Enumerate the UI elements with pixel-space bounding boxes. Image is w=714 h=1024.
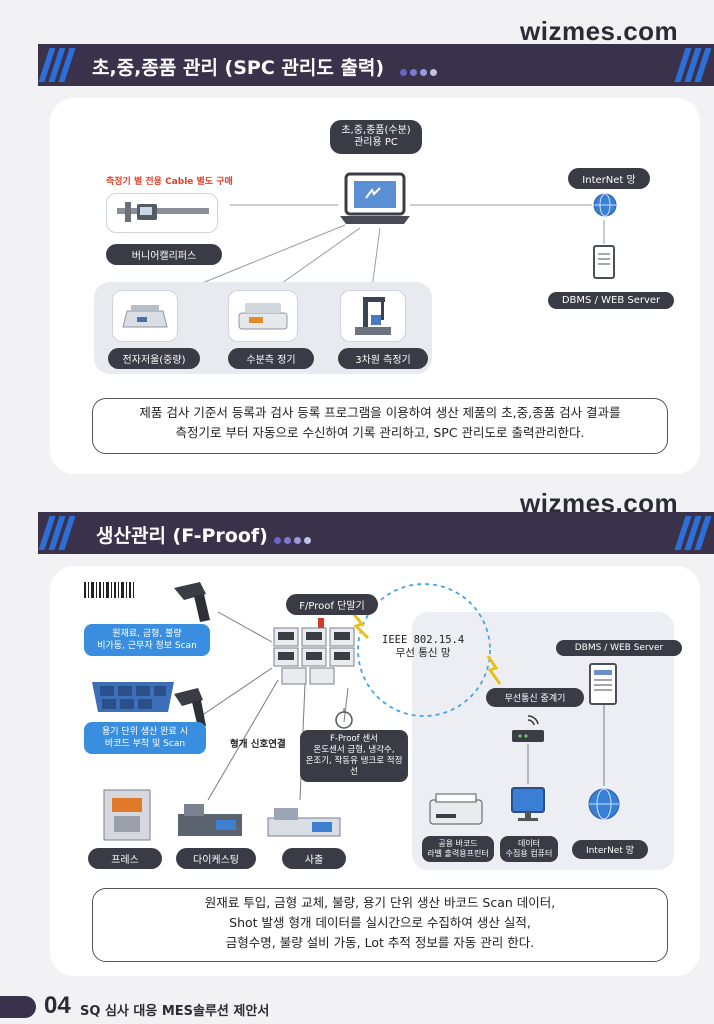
section2-desc-line3: 금형수명, 불량 설비 가동, Lot 추적 정보를 자동 관리 한다. (225, 935, 535, 950)
scan1-line2: 비가동, 근무자 정보 Scan (97, 641, 197, 651)
section2-description: 원재료 투입, 금형 교체, 불량, 용기 단위 생산 바코드 Scan 데이터… (92, 888, 668, 962)
section1-banner: 초,중,종품 관리 (SPC 관리도 출력) (38, 44, 714, 86)
banner-dots (400, 61, 440, 80)
section2-connectors (197, 583, 605, 801)
server-label-2: DBMS / WEB Server (556, 640, 682, 656)
server-icon (592, 244, 616, 284)
internet-label-1: InterNet 망 (568, 168, 650, 189)
terminal-rack-image (272, 618, 362, 692)
sensor-probe-icon (330, 708, 360, 736)
monitor-icon (510, 786, 546, 830)
internet-label-2: InterNet 망 (572, 840, 648, 859)
collector-label: 데이터 수집용 컴퓨터 (500, 836, 558, 862)
scan2-line1: 용기 단위 생산 완료 시 (102, 727, 188, 737)
footer-tab (0, 996, 36, 1018)
globe-icon-2 (586, 786, 622, 826)
press-machine-image (98, 786, 158, 850)
section1-desc-line1: 제품 검사 기준서 등록과 검사 등록 프로그램을 이용하여 생산 제품의 초,… (139, 405, 621, 420)
pc-label-line2: 관리용 PC (354, 137, 398, 148)
sensor-line1: F-Proof 센서 (330, 734, 378, 744)
caliper-image (106, 193, 218, 233)
scan-info-label-1: 원재료, 금형, 불량 비가동, 근무자 정보 Scan (84, 624, 210, 656)
section1-connectors (189, 204, 605, 289)
injection-machine-image (266, 802, 342, 848)
ieee-label: IEEE 802.15.4 무선 통신 망 (382, 634, 464, 660)
banner2-dots (274, 529, 314, 548)
signal-connection-label: 형개 신호연결 (230, 739, 286, 750)
scan-info-label-2: 용기 단위 생산 완료 시 바코드 부착 및 Scan (84, 722, 206, 754)
cable-note: 측정기 별 전용 Cable 별도 구매 (106, 177, 233, 187)
terminal-label: F/Proof 단말기 (286, 594, 378, 615)
moisture-label: 수분측 정기 (228, 348, 314, 369)
scan1-line1: 원재료, 금형, 불량 (112, 629, 182, 639)
cmm-label: 3차원 측정기 (338, 348, 428, 369)
scale-image (112, 290, 178, 342)
barcode-icon (84, 582, 140, 606)
collector-line2: 수집용 컴퓨터 (505, 849, 553, 858)
ieee-line1: IEEE 802.15.4 (382, 634, 465, 646)
caliper-label: 버니어캘리퍼스 (106, 244, 222, 265)
printer-line1: 공용 바코드 (438, 839, 478, 848)
barcode-scanner-icon-2 (170, 684, 210, 734)
sensor-label: F-Proof 센서 온도센서 금형, 냉각수, 온조기, 작동유 탱크로 적정… (300, 730, 408, 782)
section1-desc-line2: 측정기로 부터 자동으로 수신하여 기록 관리하고, SPC 관리도로 출력관리… (175, 425, 585, 440)
label-printer-image (426, 790, 486, 834)
section2-banner: 생산관리 (F-Proof) (38, 512, 714, 554)
section1-title: 초,중,종품 관리 (SPC 관리도 출력) (92, 57, 385, 79)
cmm-image (340, 290, 406, 342)
pc-label: 초,중,종품(수분) 관리용 PC (330, 120, 422, 154)
server-label-1: DBMS / WEB Server (548, 292, 674, 309)
page-number: 04 (44, 992, 71, 1019)
globe-icon (592, 192, 618, 222)
brand-logo-top: wizmes.com (520, 16, 679, 46)
section2-desc-line2: Shot 발생 형개 데이터를 실시간으로 수집하여 생산 실적, (229, 915, 531, 930)
repeater-label: 무선통신 중계기 (486, 688, 584, 707)
diecasting-label: 다이케스팅 (176, 848, 256, 869)
ieee-line2: 무선 통신 망 (395, 647, 451, 659)
laptop-icon (338, 172, 412, 234)
collector-line1: 데이터 (517, 839, 541, 848)
section2-title: 생산관리 (F-Proof) (96, 525, 268, 547)
injection-label: 사출 (282, 848, 346, 869)
section2-desc-line1: 원재료 투입, 금형 교체, 불량, 용기 단위 생산 바코드 Scan 데이터… (204, 895, 556, 910)
server-icon-2 (588, 662, 618, 710)
scan2-line2: 바코드 부착 및 Scan (104, 739, 186, 749)
scale-label: 전자저울(중량) (108, 348, 200, 369)
footer-title: SQ 심사 대응 MES솔루션 제안서 (80, 1004, 270, 1019)
wifi-repeater-icon (508, 712, 548, 750)
diecasting-machine-image (176, 800, 246, 848)
printer-line2: 라벨 출력용프린터 (427, 849, 489, 858)
printer-label: 공용 바코드 라벨 출력용프린터 (422, 836, 494, 862)
sensor-line3: 온조기, 작동유 탱크로 적정선 (305, 756, 403, 777)
container-tray-image (88, 672, 178, 720)
sensor-line2: 온도센서 금형, 냉각수, (313, 745, 395, 755)
pc-label-line1: 초,중,종품(수분) (341, 125, 411, 136)
section1-description: 제품 검사 기준서 등록과 검사 등록 프로그램을 이용하여 생산 제품의 초,… (92, 398, 668, 454)
barcode-scanner-icon (129, 578, 220, 628)
press-label: 프레스 (88, 848, 162, 869)
moisture-meter-image (228, 290, 298, 342)
